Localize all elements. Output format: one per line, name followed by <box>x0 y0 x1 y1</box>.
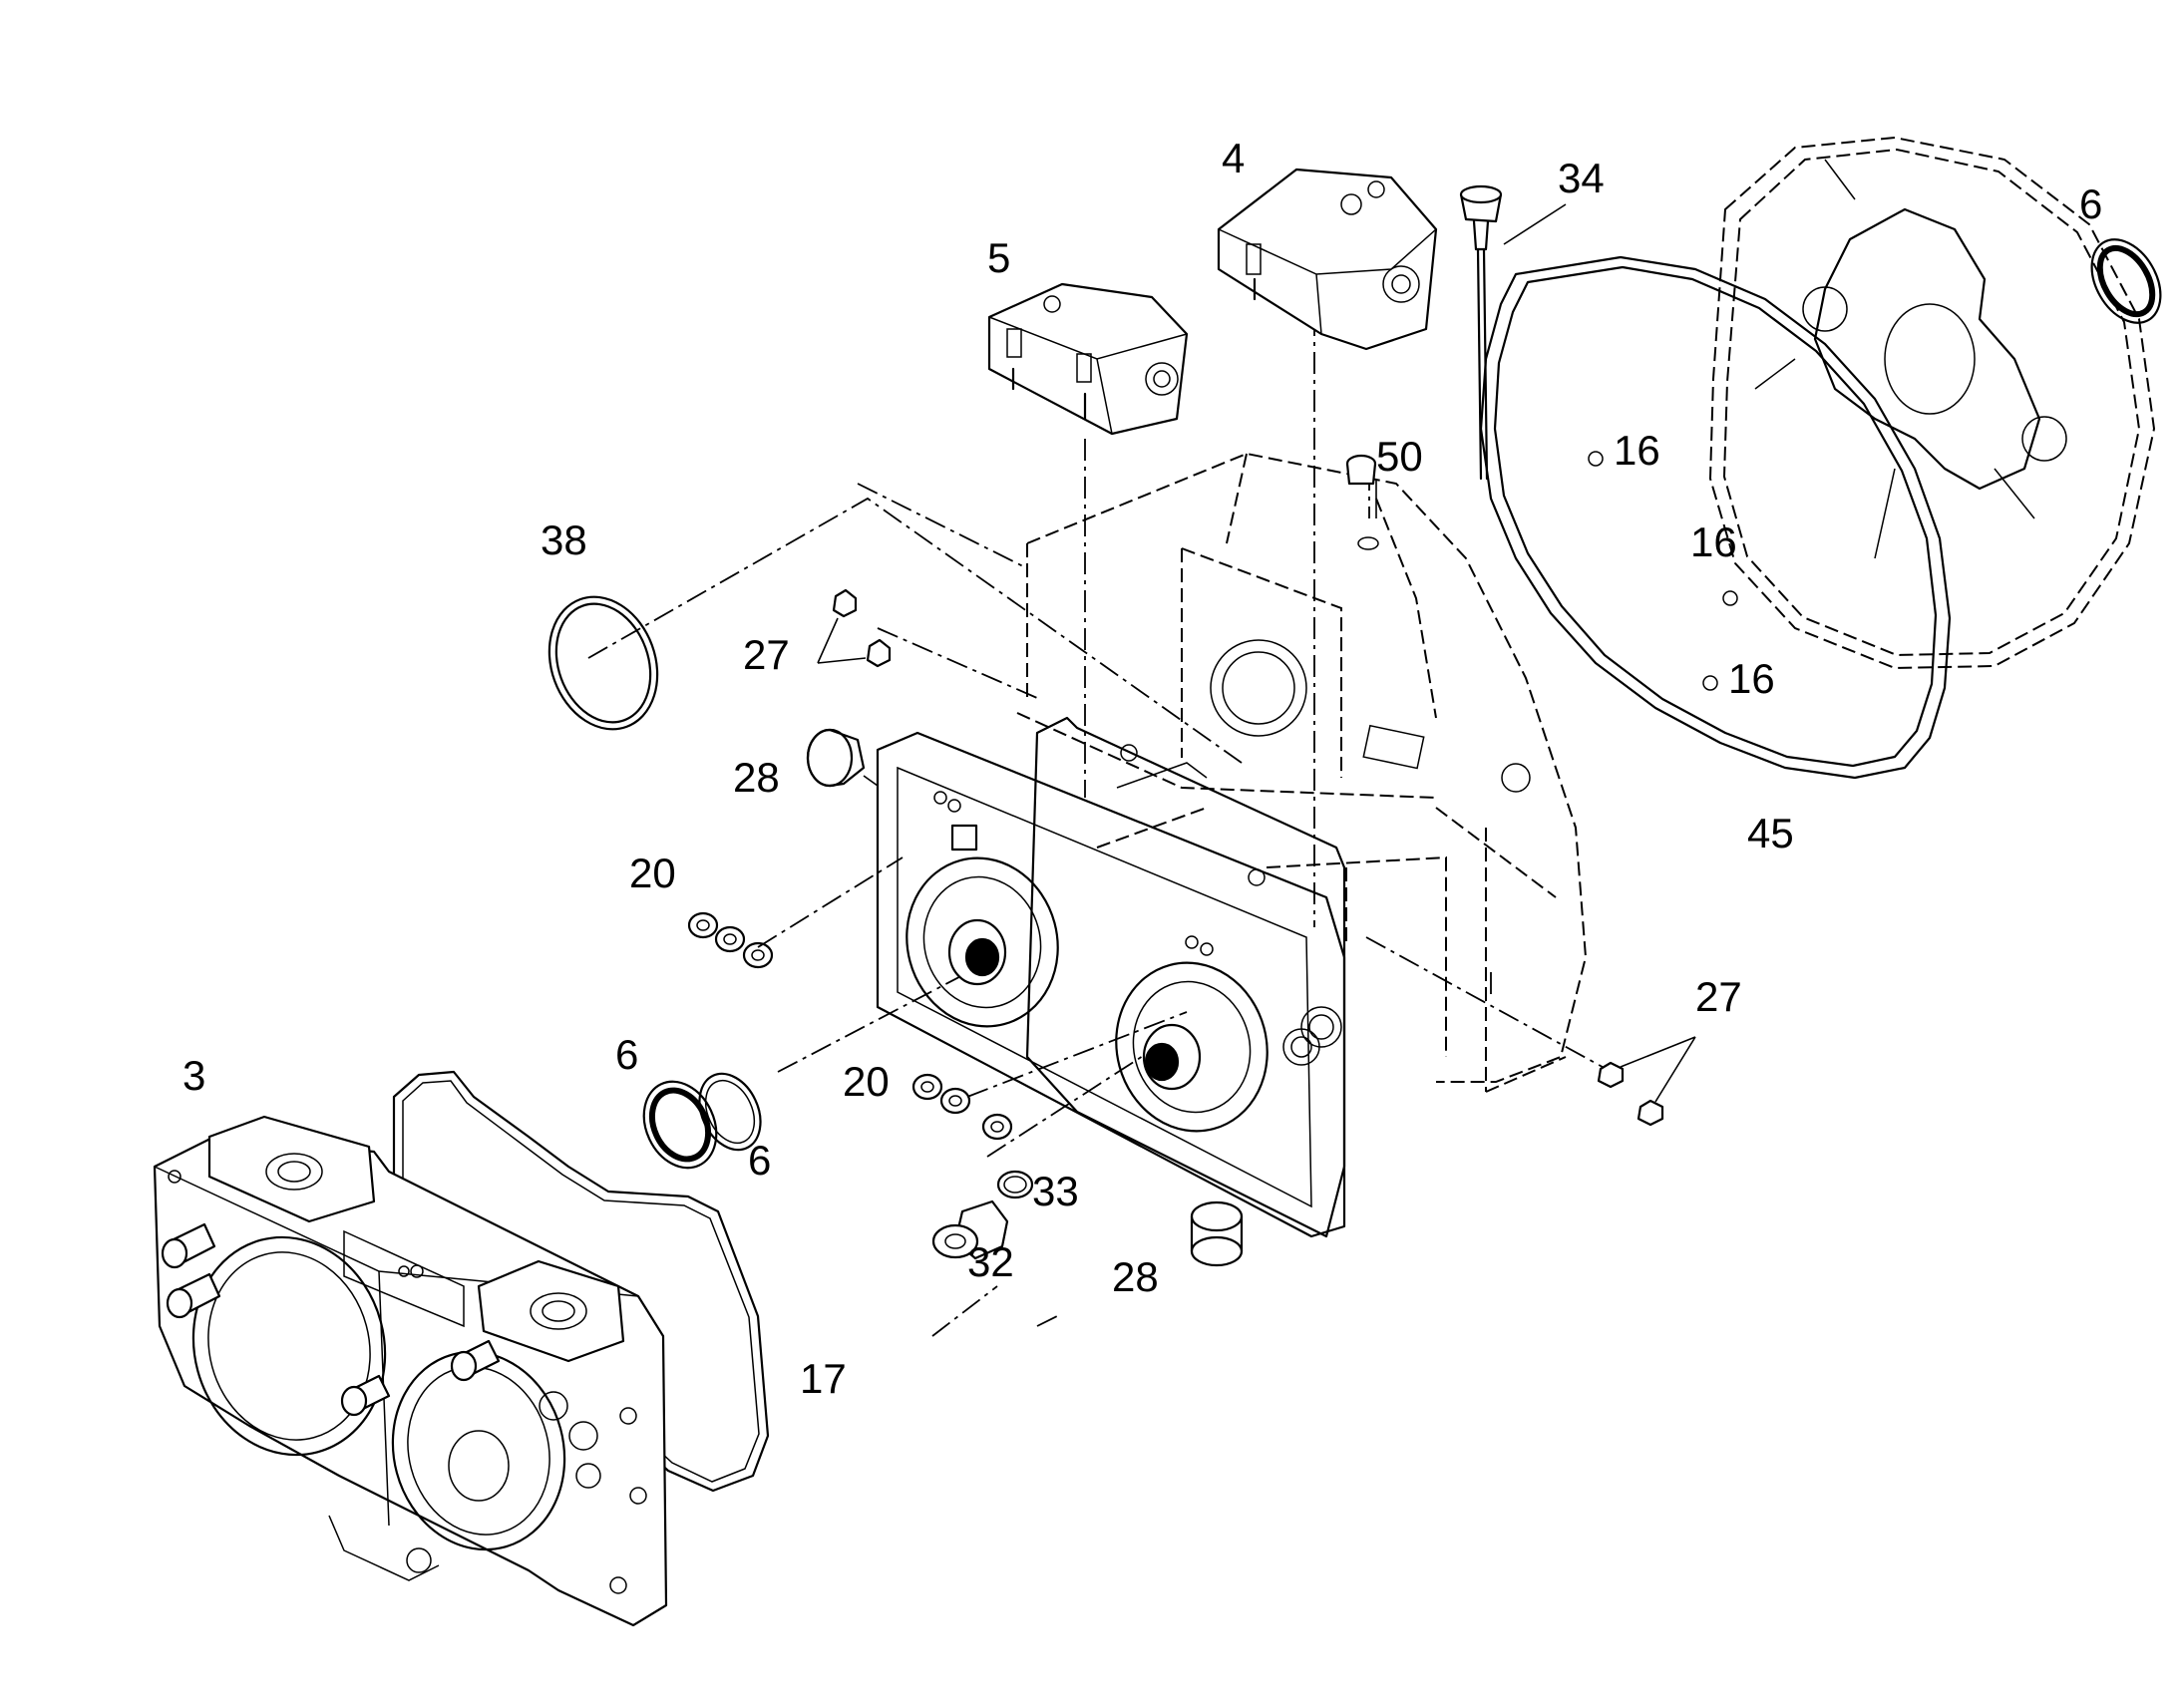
gasket-45 <box>1479 255 1952 780</box>
explosion-lines <box>587 314 1622 1337</box>
callout-27-right: 27 <box>1695 973 1742 1020</box>
callout-16-b: 16 <box>1690 518 1737 565</box>
callout-28-top: 28 <box>733 754 780 801</box>
callout-5: 5 <box>987 234 1010 281</box>
callout-3: 3 <box>182 1052 205 1099</box>
callout-45: 45 <box>1747 810 1794 856</box>
callout-50: 50 <box>1376 433 1423 480</box>
plug-28-bottom <box>1190 1200 1244 1267</box>
breather-plug-50 <box>1345 454 1379 550</box>
main-housing <box>1016 452 1588 1238</box>
callout-27-top: 27 <box>743 631 790 678</box>
callout-16-c: 16 <box>1728 655 1775 702</box>
callout-6-top: 6 <box>2079 180 2102 227</box>
o-ring-38 <box>547 595 659 731</box>
callout-20-left: 20 <box>629 850 676 896</box>
callout-6-bottom: 6 <box>748 1137 771 1184</box>
callout-28-bottom: 28 <box>1112 1253 1159 1300</box>
callout-20-mid: 20 <box>843 1058 890 1105</box>
washers-20-middle <box>911 1073 1013 1141</box>
callout-34: 34 <box>1558 155 1605 201</box>
plug-28-top <box>806 728 879 788</box>
callout-16-a: 16 <box>1614 427 1660 474</box>
dipstick-34 <box>1459 184 1503 481</box>
valve-block-5 <box>987 282 1189 436</box>
callout-33: 33 <box>1032 1168 1079 1214</box>
callout-32: 32 <box>967 1238 1014 1285</box>
pump-housing-3 <box>153 1115 668 1627</box>
shaft-seal-6-top <box>2090 238 2162 324</box>
o-ring-33 <box>996 1170 1034 1199</box>
drain-plug-32 <box>931 1199 1009 1260</box>
plugs-27-top <box>817 588 892 668</box>
callout-17: 17 <box>800 1355 847 1402</box>
front-cover-plate <box>876 731 1346 1238</box>
valve-block-4 <box>1217 168 1438 351</box>
callout-4: 4 <box>1222 135 1245 181</box>
callout-6-left: 6 <box>615 1031 638 1078</box>
flywheel-housing <box>1708 136 2156 670</box>
callout-labels: 4 34 6 5 50 16 38 16 27 16 28 45 20 27 3… <box>182 135 2102 1402</box>
washers-20-left <box>687 911 774 969</box>
callout-38: 38 <box>541 516 587 563</box>
leader-lines <box>1375 203 1567 518</box>
shaft-seal-6-left <box>642 1072 762 1170</box>
plugs-27-right <box>1597 1036 1696 1127</box>
